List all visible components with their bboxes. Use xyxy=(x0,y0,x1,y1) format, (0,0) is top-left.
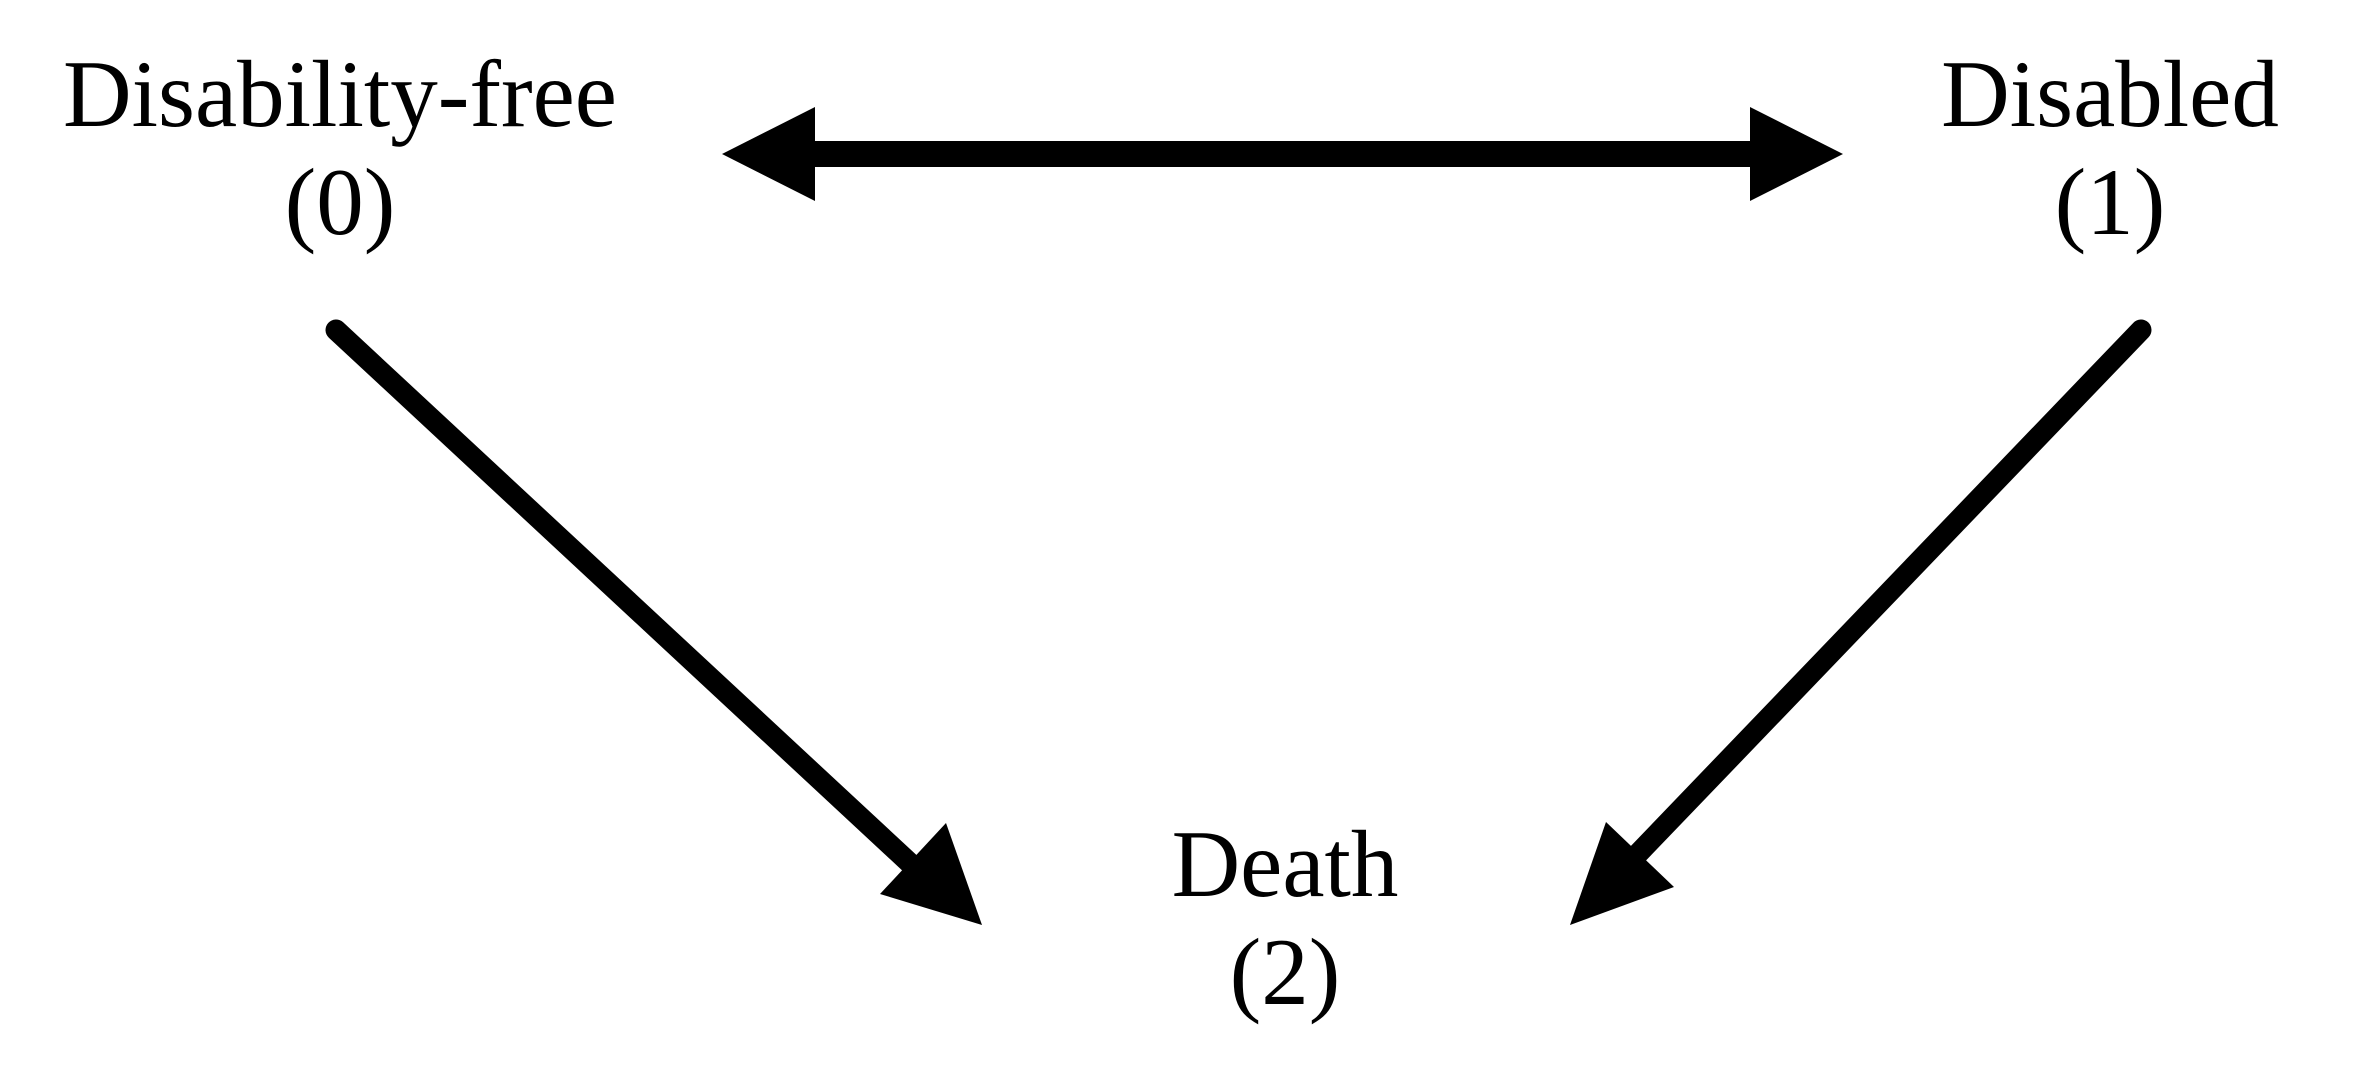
state-name: Disabled xyxy=(1941,41,2279,147)
arrowhead xyxy=(1570,822,1674,925)
state-disability-free: Disability-free (0) xyxy=(40,40,640,256)
arrow-state0-state1-bidirectional xyxy=(722,107,1843,201)
state-code: (1) xyxy=(2054,149,2166,255)
arrowhead-right xyxy=(1750,107,1843,201)
state-name: Death xyxy=(1171,811,1399,917)
arrowhead xyxy=(880,823,982,925)
arrowhead-left xyxy=(722,107,815,201)
arrow-shaft xyxy=(325,319,926,879)
state-death: Death (2) xyxy=(1075,810,1495,1026)
arrow-shaft xyxy=(1619,319,2152,873)
arrow-state1-state2 xyxy=(1570,319,2152,925)
state-code: (0) xyxy=(284,149,396,255)
state-code: (2) xyxy=(1229,919,1341,1025)
arrow-state0-state2 xyxy=(325,319,982,925)
state-name: Disability-free xyxy=(63,41,617,147)
state-disabled: Disabled (1) xyxy=(1900,40,2320,256)
